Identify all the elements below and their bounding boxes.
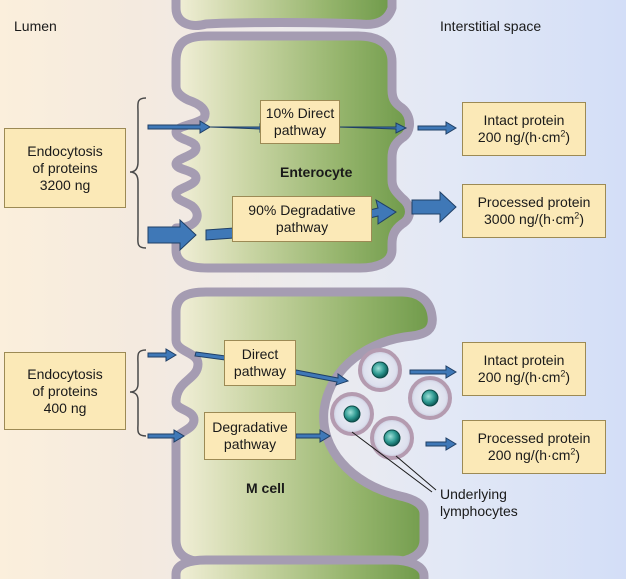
rate-close: ) — [565, 369, 571, 385]
mcell-bracket — [129, 349, 147, 437]
rate-superscript: 2 — [560, 368, 566, 379]
ent-intake-arrow-small — [147, 120, 211, 134]
ent-direct-out-arrow — [337, 122, 408, 134]
m-intake-degradative-arrow — [147, 429, 185, 443]
box-line: of proteins — [32, 159, 98, 176]
lymphocytes-label: Underlying lymphocytes — [440, 486, 518, 520]
box-line: 200 ng/(h·cm2) — [478, 369, 570, 386]
mcell-degradative-pathway-box: Degradative pathway — [204, 412, 296, 460]
ent-intake-arrow-large — [147, 218, 197, 252]
box-line: 200 ng/(h·cm2) — [478, 129, 570, 146]
leader-line — [395, 455, 437, 491]
m-intact-out-arrow — [409, 365, 457, 379]
mcell-intact-protein-box: Intact protein 200 ng/(h·cm2) — [462, 342, 586, 396]
box-line: pathway — [273, 122, 327, 138]
rate-text: 200 ng/(h·cm — [487, 447, 571, 463]
box-line: Processed protein — [477, 430, 591, 446]
enterocyte-intact-protein-box: Intact protein 200 ng/(h·cm2) — [462, 102, 586, 156]
box-line: Endocytosis — [27, 365, 103, 382]
box-line: Processed protein — [477, 194, 591, 210]
enterocyte-degradative-pathway-box: 90% Degradative pathway — [232, 196, 372, 242]
box-line: Degradative — [212, 419, 288, 435]
lymphocytes — [330, 348, 452, 460]
enterocyte-bracket — [129, 97, 147, 249]
rate-superscript: 2 — [570, 446, 576, 457]
enterocyte-processed-protein-box: Processed protein 3000 ng/(h·cm2) — [462, 184, 606, 238]
enterocyte-direct-pathway-box: 10% Direct pathway — [260, 100, 340, 144]
box-line: pathway — [223, 436, 277, 452]
rate-text: 200 ng/(h·cm — [477, 369, 561, 385]
m-intake-direct-arrow — [147, 348, 177, 362]
lymphocyte — [370, 416, 414, 460]
rate-text: 3000 ng/(h·cm — [484, 211, 575, 227]
box-line: 90% Degradative — [248, 202, 356, 218]
mcell-endocytosis-box: Endocytosis of proteins 400 ng — [4, 352, 126, 430]
m-direct-arrow-b — [294, 369, 350, 386]
ent-processed-out-arrow — [411, 190, 457, 224]
rate-close: ) — [579, 211, 584, 227]
lymphocytes-label-line: Underlying — [440, 486, 507, 502]
m-degradative-arrow — [295, 429, 331, 443]
box-line: 200 ng/(h·cm2) — [488, 447, 580, 464]
lymphocyte-leader-lines — [351, 431, 437, 493]
box-line: Direct — [241, 346, 279, 362]
ent-degradative-in-arrow — [205, 227, 235, 241]
rate-text: 200 ng/(h·cm — [477, 129, 561, 145]
lymphocyte — [358, 348, 402, 392]
bottom-cell-stub — [171, 555, 429, 579]
box-line: pathway — [275, 219, 329, 235]
rate-superscript: 2 — [560, 128, 566, 139]
lymphocyte — [330, 392, 374, 436]
box-line: Endocytosis — [27, 142, 103, 159]
enterocyte-endocytosis-box: Endocytosis of proteins 3200 ng — [4, 128, 126, 208]
rate-superscript: 2 — [574, 210, 580, 221]
lymphocytes-label-line: lymphocytes — [440, 503, 518, 519]
mcell-direct-pathway-box: Direct pathway — [224, 340, 296, 386]
lumen-label: Lumen — [14, 18, 57, 34]
leader-line — [351, 431, 433, 493]
box-line: 400 ng — [43, 399, 87, 416]
mcell-processed-protein-box: Processed protein 200 ng/(h·cm2) — [462, 420, 606, 474]
box-line: pathway — [233, 363, 287, 379]
rate-close: ) — [575, 447, 581, 463]
mcell-label: M cell — [246, 480, 285, 496]
lymphocyte — [408, 376, 452, 420]
rate-close: ) — [565, 129, 571, 145]
top-cell-stub — [171, 0, 397, 30]
box-line: Intact protein — [483, 352, 565, 368]
m-processed-out-arrow — [425, 437, 457, 451]
box-line: 3000 ng/(h·cm2) — [484, 211, 584, 228]
box-line: 10% Direct — [265, 105, 335, 121]
box-line: Intact protein — [483, 112, 565, 128]
enterocyte-label: Enterocyte — [280, 164, 353, 180]
mcell-arrows — [147, 348, 457, 451]
ent-intact-out-arrow — [417, 121, 457, 135]
box-line: of proteins — [32, 382, 98, 399]
interstitial-space-label: Interstitial space — [440, 18, 542, 34]
box-line: 3200 ng — [39, 176, 91, 193]
